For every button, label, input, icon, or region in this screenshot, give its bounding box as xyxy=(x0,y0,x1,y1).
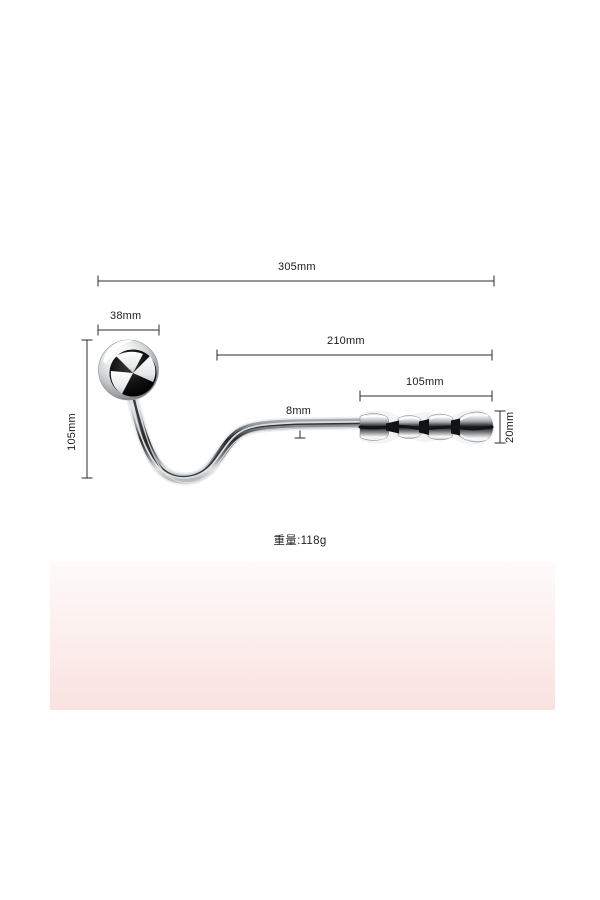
shaft-halo xyxy=(125,389,379,486)
ball-spoke-top xyxy=(116,351,143,373)
decorative-gradient-band xyxy=(50,562,555,710)
tip-highlight-1 xyxy=(363,414,386,419)
dimension-label-tip-length: 105mm xyxy=(406,376,444,388)
dimline-ball-diameter xyxy=(97,324,160,336)
dimline-shaft-length xyxy=(216,349,493,361)
dimline-overall-length xyxy=(97,275,495,287)
dimline-tip-length xyxy=(359,390,493,402)
dimension-label-ball-diameter: 38mm xyxy=(110,310,142,322)
shaft-top-highlight xyxy=(129,396,373,479)
weight-label: 重量:118g xyxy=(273,535,327,547)
beaded-tip xyxy=(358,409,495,445)
ball-spoke-left xyxy=(110,371,133,394)
ball-specular-highlight xyxy=(109,348,119,358)
shaft-body xyxy=(127,391,377,484)
tip-highlight-4 xyxy=(460,413,488,421)
product-illustration xyxy=(98,339,495,486)
dimension-label-shaft-length: 210mm xyxy=(327,335,365,347)
tip-lowlight-4 xyxy=(460,434,488,442)
dimension-label-tip-diameter: 20mm xyxy=(504,411,516,443)
dimension-lines xyxy=(81,275,506,479)
tip-core-highlight xyxy=(358,424,494,431)
ball-spoke-right xyxy=(133,356,156,382)
shaft-bottom-highlight xyxy=(135,395,373,484)
dimline-hook-height xyxy=(81,339,93,479)
tip-lowlight-1 xyxy=(363,436,386,440)
dimline-tip-diameter xyxy=(494,410,506,444)
shaft-core-highlight xyxy=(132,396,374,479)
shaft-outline xyxy=(127,391,377,484)
chrome-ball xyxy=(98,339,159,401)
dimension-label-overall-length: 305mm xyxy=(278,261,316,273)
tip-highlight-3 xyxy=(430,415,452,420)
ball-reflection xyxy=(103,340,157,400)
dimension-label-hook-height: 105mm xyxy=(66,413,78,451)
tip-highlight-2 xyxy=(400,416,420,421)
dimension-label-shaft-diameter: 8mm xyxy=(286,405,312,417)
